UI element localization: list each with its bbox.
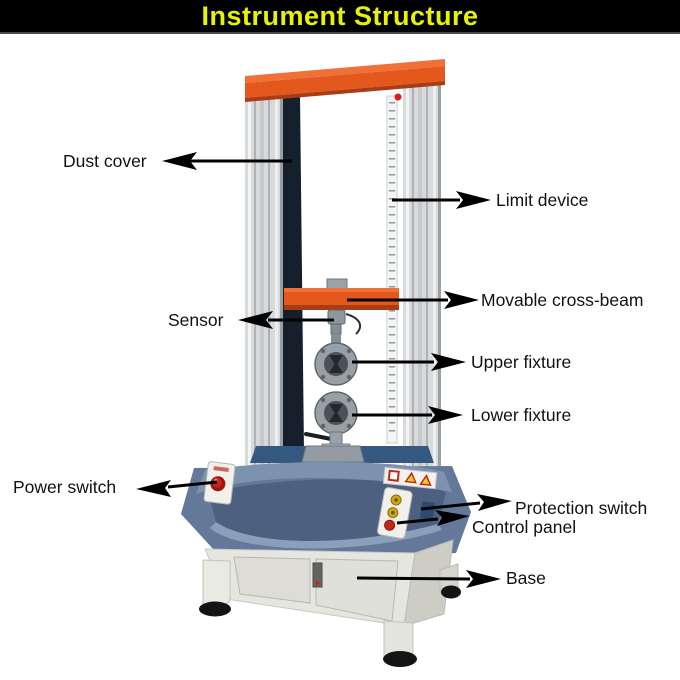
label-limit-device: Limit device [496, 190, 589, 210]
movable-cross-beam-graphic [284, 278, 399, 310]
work-table [250, 445, 434, 463]
limit-device-strip [386, 93, 402, 444]
dust-cover-arrow [162, 152, 292, 170]
upper-fixture-arrow [352, 353, 466, 371]
power-switch-panel [203, 461, 236, 505]
foot-rear-right [441, 585, 461, 599]
movable-cross-beam-arrow [347, 291, 479, 309]
lower-fixture-graphic [304, 391, 358, 452]
warning-icon-triangle [404, 471, 417, 484]
foot-front-right [383, 651, 417, 667]
label-movable-cross-beam: Movable cross-beam [481, 290, 644, 310]
page-title: Instrument Structure [201, 1, 479, 31]
deck-side-slot [419, 501, 436, 520]
base-door-right[interactable] [315, 558, 399, 622]
base-arrow [356, 570, 501, 588]
label-power-switch: Power switch [13, 477, 117, 497]
warning-stickers [382, 466, 438, 490]
base-door-left[interactable] [233, 556, 311, 604]
base-cabinet [204, 539, 454, 627]
limit-device-arrow [392, 191, 491, 209]
foot-front-left [199, 601, 231, 617]
protection-switch-arrow [420, 494, 512, 511]
power-switch-arrow [136, 480, 218, 497]
label-upper-fixture: Upper fixture [471, 352, 572, 372]
warning-icon-triangle [419, 474, 432, 487]
limit-indicator-dot [394, 93, 402, 101]
title-bar: Instrument Structure [0, 0, 680, 34]
label-protection-switch: Protection switch [515, 498, 648, 518]
machine-feet [199, 559, 461, 667]
control-panel-graphic [377, 487, 413, 539]
label-base: Base [506, 568, 546, 588]
control-panel-arrow [396, 510, 470, 526]
label-control-panel: Control panel [472, 517, 577, 537]
warning-icon-square [387, 469, 400, 482]
dust-cover-strip [283, 95, 304, 455]
left-column [245, 94, 283, 465]
label-sensor: Sensor [168, 310, 224, 330]
right-column [403, 80, 441, 468]
sensor-arrow [238, 311, 334, 329]
upper-fixture-graphic [314, 334, 358, 386]
label-dust-cover: Dust cover [63, 151, 147, 171]
sensor-graphic [327, 309, 362, 335]
door-handle[interactable] [312, 562, 323, 588]
lower-fixture-arrow [352, 406, 463, 424]
panel-button-red[interactable] [384, 519, 396, 531]
label-lower-fixture: Lower fixture [471, 405, 572, 425]
top-cross-bar [245, 59, 445, 102]
